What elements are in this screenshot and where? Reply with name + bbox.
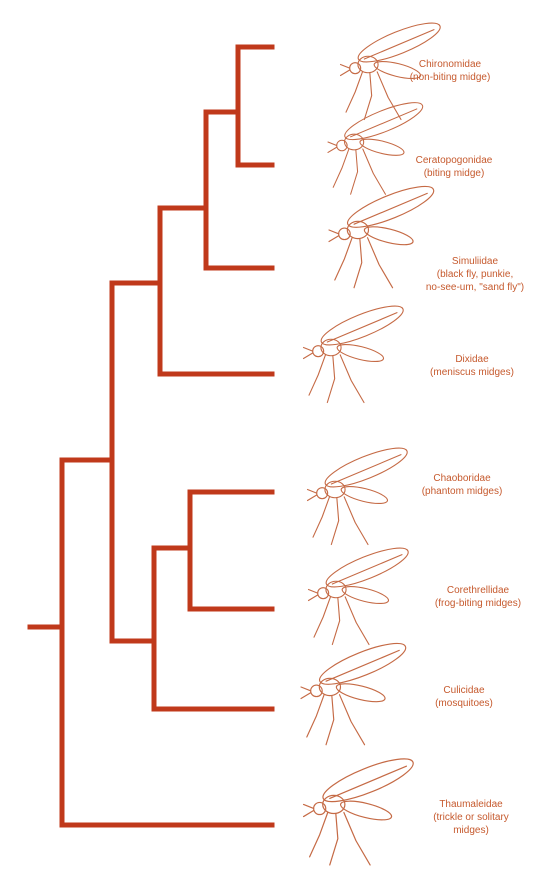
node-with-culicidae (112, 548, 154, 709)
fly-icon (318, 178, 444, 294)
fly-icon (292, 750, 424, 871)
taxon-common-name: (meniscus midges) (392, 366, 551, 379)
node-chaob-coreth (154, 492, 190, 609)
node-with-simuliidae (160, 112, 206, 268)
fly-icon (298, 540, 418, 650)
taxon-name: Dixidae (392, 353, 551, 366)
node-culicomorpha (62, 283, 112, 641)
node-with-dixidae (112, 208, 160, 374)
fly-icon (293, 298, 413, 408)
taxon-common-name: (frog-biting midges) (398, 597, 551, 610)
node-chiro-cerato (206, 47, 238, 165)
node-root (30, 460, 62, 825)
taxon-label-dixidae: Dixidae(meniscus midges) (392, 353, 551, 379)
fly-icon (290, 635, 416, 751)
fly-icon (297, 440, 417, 550)
taxon-label-corethrellidae: Corethrellidae(frog-biting midges) (398, 584, 551, 610)
taxon-name: Corethrellidae (398, 584, 551, 597)
